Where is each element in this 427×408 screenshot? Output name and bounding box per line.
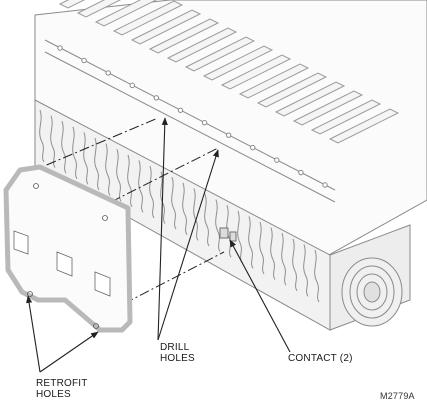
drill-holes-line-2: HOLES: [160, 353, 195, 364]
retrofit-holes-line-1: RETROFIT: [36, 378, 88, 389]
contact-label: CONTACT (2): [288, 353, 353, 364]
mounting-rail: [44, 39, 336, 203]
retrofit-holes-line-2: HOLES: [36, 389, 71, 400]
leader-lines: [26, 117, 291, 373]
drill-holes-label: DRILL HOLES: [160, 342, 195, 364]
figure-code: M2779A: [380, 391, 415, 401]
mounting-plate: [3, 164, 133, 333]
tube-end: [341, 257, 403, 327]
top-fin-ridges: [58, 0, 400, 144]
retrofit-holes-label: RETROFIT HOLES: [36, 378, 88, 400]
drill-holes-line-1: DRILL: [160, 342, 190, 353]
